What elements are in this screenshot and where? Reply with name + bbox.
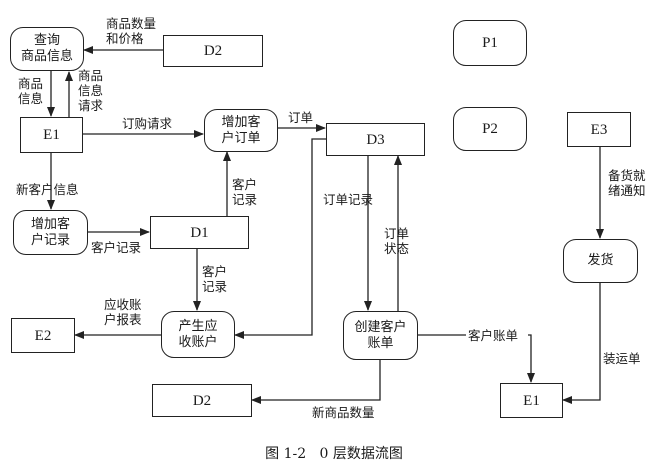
flow-line-shipping-note	[562, 282, 601, 404]
datastore-d1[interactable]: D1	[150, 216, 249, 249]
process-p1[interactable]: P1	[453, 20, 527, 66]
flow-label-order: 订单	[288, 110, 314, 125]
flow-label-new-qty: 新商品数量	[312, 405, 375, 420]
process-ship[interactable]: 发货	[563, 239, 638, 283]
process-add-customer-order[interactable]: 增加客 户订单	[204, 109, 278, 152]
flow-label-customer-bill: 客户账单	[468, 328, 519, 343]
entity-e1-right[interactable]: E1	[500, 383, 563, 418]
flow-label-customer-record-up: 客户 记录	[232, 177, 258, 207]
flow-label-purchase-request: 订购请求	[122, 116, 173, 131]
flow-label-order-record: 订单记录	[323, 192, 374, 207]
flow-line-d3-to-receivable	[234, 138, 326, 339]
flow-label-shipping-note: 装运单	[603, 351, 641, 366]
entity-e1-left[interactable]: E1	[20, 117, 83, 153]
flow-label-receivable-report: 应收账 户报表	[104, 297, 142, 327]
flow-line-customer-bill-2	[527, 334, 535, 383]
process-add-customer-record[interactable]: 增加客 户记录	[13, 210, 88, 255]
flow-label-product-info-request: 商品 信息 请求	[78, 68, 104, 113]
entity-e3[interactable]: E3	[567, 112, 631, 147]
entity-e2[interactable]: E2	[11, 318, 75, 353]
process-generate-receivable[interactable]: 产生应 收账户	[161, 311, 235, 358]
flow-label-ready-notice: 备货就 绪通知	[608, 168, 646, 198]
process-p2[interactable]: P2	[453, 107, 527, 151]
flow-label-customer-record-down: 客户 记录	[202, 264, 228, 294]
process-create-customer-bill[interactable]: 创建客户 账单	[343, 311, 418, 360]
datastore-d2-top[interactable]: D2	[163, 35, 263, 67]
flow-line-new-qty	[251, 359, 381, 404]
process-query-product-info[interactable]: 查询 商品信息	[10, 27, 84, 71]
datastore-d3[interactable]: D3	[326, 123, 425, 156]
flow-label-customer-record-to-d1: 客户记录	[91, 240, 142, 255]
figure-caption: 图 1-2 0 层数据流图	[265, 446, 403, 462]
flow-label-new-customer-info: 新客户信息	[16, 182, 79, 197]
flow-label-product-info: 商品 信息	[18, 76, 44, 106]
datastore-d2-bottom[interactable]: D2	[152, 384, 252, 417]
flow-label-qty-price: 商品数量 和价格	[106, 16, 157, 46]
flow-label-order-status: 订单 状态	[384, 226, 410, 256]
